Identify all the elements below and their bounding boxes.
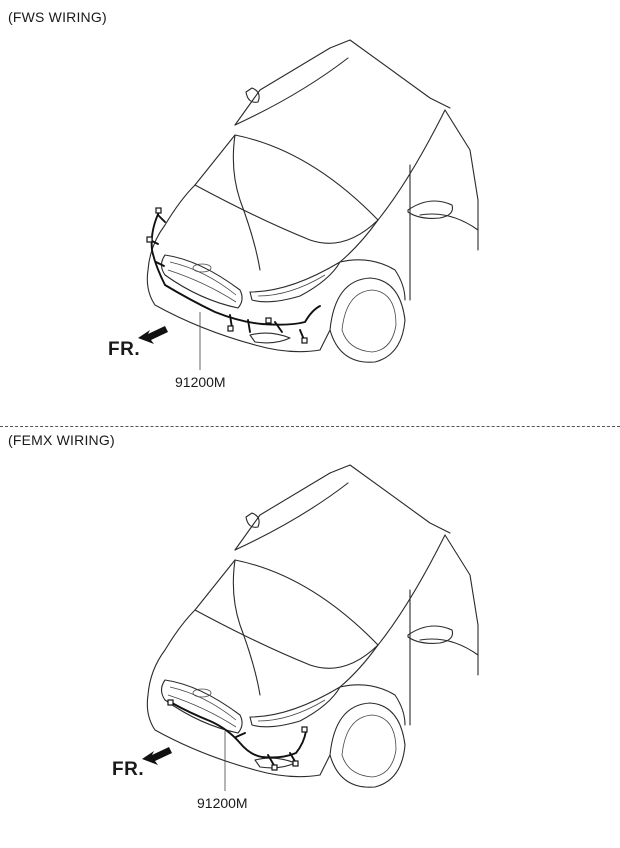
front-label: FR. bbox=[108, 339, 141, 360]
section-title-fws: (FWS WIRING) bbox=[8, 9, 107, 25]
car-diagram-femx bbox=[142, 464, 479, 791]
car-body-outline bbox=[146, 464, 479, 788]
car-body-outline bbox=[146, 39, 479, 363]
wiring-harness-fws bbox=[146, 207, 321, 344]
car-diagram-fws bbox=[138, 39, 479, 370]
arrow-down-left-icon bbox=[142, 747, 172, 765]
section-divider bbox=[0, 426, 620, 427]
front-label: FR. bbox=[112, 759, 145, 780]
part-number-label: 91200M bbox=[175, 374, 226, 390]
arrow-down-left-icon bbox=[138, 326, 168, 344]
wiring-harness-femx bbox=[167, 699, 308, 771]
section-title-femx: (FEMX WIRING) bbox=[8, 432, 115, 448]
part-number-label: 91200M bbox=[197, 795, 248, 811]
